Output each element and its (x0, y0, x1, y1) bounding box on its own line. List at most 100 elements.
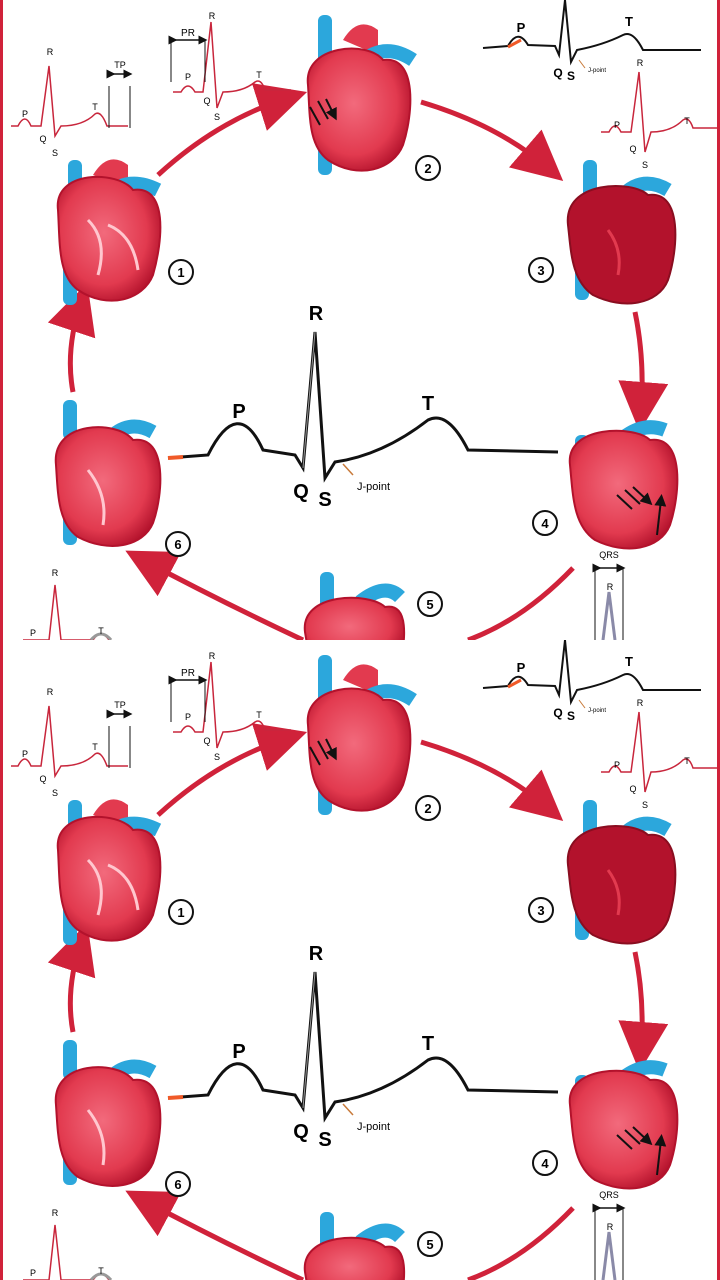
mini-s-label: S (214, 752, 220, 762)
mini-t-label: T (92, 742, 98, 752)
step-badge-4: 4 (532, 510, 558, 536)
arrow-3-to-4 (618, 311, 669, 432)
arrow-2-to-3 (420, 99, 564, 182)
mini-p-label: P (185, 72, 191, 82)
step-badge-6: 6 (165, 1171, 191, 1197)
cardiac-cycle-tile-1: P R Q S T J-point TP P R Q S T (3, 0, 717, 640)
mini-r-label: R (52, 1208, 59, 1218)
mini-p-label: P (22, 109, 28, 119)
mini-r-label: R (209, 651, 216, 661)
mini-s-label: S (567, 69, 575, 83)
mini-p-label: P (517, 660, 526, 675)
mini-p-label: P (30, 1268, 36, 1278)
heart-icon (568, 420, 679, 550)
mini-ecg-step-6: R P T (23, 568, 113, 640)
step-badge-5: 5 (417, 1231, 443, 1257)
main-ecg-trace: P R Q S T J-point (167, 303, 559, 511)
mini-t-label: T (98, 1266, 104, 1276)
heart-icon (54, 1040, 162, 1187)
j-point-label: J-point (357, 1121, 390, 1133)
heart-icon (54, 400, 162, 547)
qrs-interval-label: QRS (599, 550, 619, 560)
mini-ecg-qrs: QRS R (592, 550, 626, 640)
mini-p-label: P (614, 120, 620, 130)
mini-r-label: R (52, 568, 59, 578)
arrow-6-to-1 (47, 923, 96, 1033)
mini-s-label: S (567, 709, 575, 723)
r-wave-label: R (309, 943, 324, 965)
mini-r-label: R (637, 698, 644, 708)
mini-q-label: Q (203, 736, 210, 746)
main-ecg-trace: P R Q S T J-point (167, 943, 559, 1151)
step-badge-3: 3 (528, 897, 554, 923)
arrow-3-to-4 (618, 951, 669, 1072)
svg-text:2: 2 (424, 801, 431, 816)
arrow-4-to-5 (467, 1206, 575, 1280)
mini-p-label: P (185, 712, 191, 722)
tp-interval-label: TP (114, 700, 126, 710)
svg-text:5: 5 (426, 597, 433, 612)
mini-p-label: P (22, 749, 28, 759)
mini-q-label: Q (629, 144, 636, 154)
mini-r-label: R (47, 687, 54, 697)
mini-t-label: T (256, 710, 262, 720)
mini-t-label: T (684, 116, 690, 126)
heart-icon (303, 1212, 406, 1280)
mini-r-label: R (637, 58, 644, 68)
pr-interval-label: PR (181, 668, 195, 679)
mini-ecg-step-3: P R Q S T (601, 698, 717, 810)
mini-s-label: S (642, 160, 648, 170)
svg-text:1: 1 (177, 905, 184, 920)
mini-ecg-step-6: R P T (23, 1208, 113, 1280)
t-wave-label: T (422, 1033, 434, 1055)
heart-icon (303, 572, 406, 640)
arrow-5-to-6 (125, 550, 305, 640)
qrs-interval-label: QRS (599, 1190, 619, 1200)
mini-ecg-pr: PR P R Q S T (168, 11, 291, 122)
heart-icon (306, 15, 417, 175)
mini-s-label: S (214, 112, 220, 122)
step-badge-5: 5 (417, 591, 443, 617)
mini-q-label: Q (629, 784, 636, 794)
arrow-4-to-5 (467, 566, 575, 640)
heart-icon (566, 800, 677, 945)
mini-q-label: Q (553, 66, 562, 80)
step-badge-1: 1 (168, 259, 194, 285)
arrow-6-to-1 (47, 283, 96, 393)
arrow-5-to-6 (125, 1190, 305, 1280)
cardiac-cycle-tile-2: P R Q S T J-point TP P R Q S T (3, 640, 717, 1280)
heart-icon (568, 1060, 679, 1190)
step-badge-1: 1 (168, 899, 194, 925)
mini-ecg-j-point: P T Q S J-point (482, 640, 701, 723)
q-wave-label: Q (293, 1121, 309, 1143)
mini-s-label: S (642, 800, 648, 810)
mini-ecg-step-3: P R Q S T (601, 58, 717, 170)
svg-text:3: 3 (537, 263, 544, 278)
tp-interval-label: TP (114, 60, 126, 70)
arrow-1-to-2 (156, 83, 308, 177)
mini-r-label: R (607, 1222, 614, 1232)
p-wave-label: P (232, 401, 245, 423)
mini-ecg-qrs: QRS R (592, 1190, 626, 1280)
step-badge-4: 4 (532, 1150, 558, 1176)
mini-p-label: P (517, 20, 526, 35)
heart-icon (566, 160, 677, 305)
mini-j-point-label: J-point (588, 68, 606, 74)
cardiac-cycle-svg-2: P R Q S T J-point TP P R Q S T (11, 640, 717, 1280)
j-point-label: J-point (357, 481, 390, 493)
cardiac-cycle-svg-1: P R Q S T J-point TP P R Q S T (11, 0, 717, 640)
q-wave-label: Q (293, 481, 309, 503)
mini-t-label: T (256, 70, 262, 80)
mini-t-label: T (92, 102, 98, 112)
arrow-2-to-3 (420, 739, 564, 822)
svg-text:4: 4 (541, 1156, 549, 1171)
step-badge-3: 3 (528, 257, 554, 283)
mini-p-label: P (614, 760, 620, 770)
svg-text:5: 5 (426, 1237, 433, 1252)
mini-q-label: Q (39, 774, 46, 784)
svg-text:6: 6 (174, 537, 181, 552)
mini-q-label: Q (203, 96, 210, 106)
mini-ecg-pr: PR P R Q S T (168, 651, 291, 762)
mini-q-label: Q (39, 134, 46, 144)
